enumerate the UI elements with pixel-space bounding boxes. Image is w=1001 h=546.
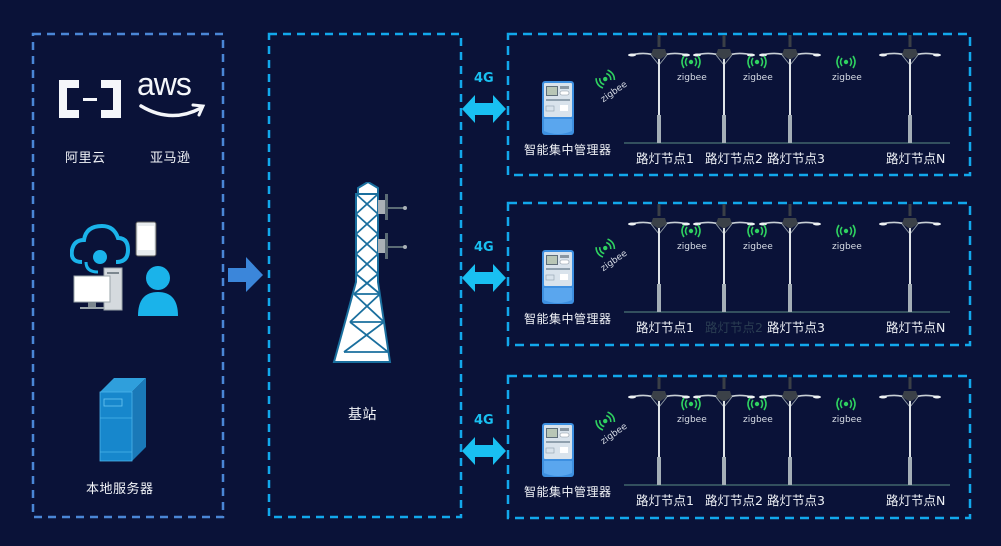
zigbee-wave-icon bbox=[588, 233, 623, 266]
zigbee-wave-icon bbox=[743, 223, 771, 242]
zigbee-label: zigbee bbox=[832, 73, 862, 83]
base-station-panel-border bbox=[267, 32, 463, 519]
zigbee-label: zigbee bbox=[743, 415, 773, 425]
server-label: 本地服务器 bbox=[86, 482, 154, 497]
arrow-right-icon bbox=[228, 257, 264, 293]
bidirectional-arrow-icon bbox=[462, 262, 506, 294]
street-lamp-icon bbox=[627, 204, 691, 314]
link-4g-label: 4G bbox=[474, 413, 494, 428]
zigbee-wave-icon bbox=[832, 223, 860, 242]
zigbee-wave-icon bbox=[743, 396, 771, 415]
zigbee-wave-icon bbox=[743, 54, 771, 73]
zigbee-signal-concentrator: zigbee bbox=[588, 233, 629, 274]
lamp-node-label: 路灯节点N bbox=[886, 320, 946, 335]
lighting-zone-1-border bbox=[506, 32, 972, 177]
aws-logo-text: aws bbox=[137, 66, 192, 102]
zigbee-signal: zigbee bbox=[677, 223, 707, 252]
smart-concentrator-icon bbox=[540, 423, 576, 479]
street-lamp-icon bbox=[878, 35, 942, 145]
zigbee-signal: zigbee bbox=[832, 54, 862, 83]
road-ground-line bbox=[624, 142, 950, 144]
zigbee-wave-icon bbox=[677, 396, 705, 415]
aliyun-label: 阿里云 bbox=[65, 151, 106, 166]
lamp-node-label: 路灯节点2 bbox=[705, 151, 763, 166]
lamp-node-label: 路灯节点3 bbox=[767, 151, 825, 166]
lamp-node-label: 路灯节点1 bbox=[636, 320, 694, 335]
street-lamp-icon bbox=[758, 377, 822, 487]
zigbee-wave-icon bbox=[588, 406, 623, 439]
base-station-tower-icon bbox=[330, 180, 410, 367]
lamp-node-label: 路灯节点2 bbox=[705, 493, 763, 508]
zigbee-signal: zigbee bbox=[743, 396, 773, 425]
server-icon bbox=[98, 377, 148, 463]
smart-concentrator-icon bbox=[540, 250, 576, 306]
lighting-zone-2-border bbox=[506, 201, 972, 347]
link-4g-label: 4G bbox=[474, 240, 494, 255]
lamp-node-label: 路灯节点2 bbox=[705, 320, 763, 335]
street-lamp-icon bbox=[692, 377, 756, 487]
concentrator-label: 智能集中管理器 bbox=[524, 485, 612, 499]
zigbee-wave-icon bbox=[832, 54, 860, 73]
link-4g-label: 4G bbox=[474, 71, 494, 86]
zigbee-signal: zigbee bbox=[743, 223, 773, 252]
street-lamp-icon bbox=[878, 204, 942, 314]
street-lamp-icon bbox=[758, 35, 822, 145]
zigbee-signal: zigbee bbox=[677, 396, 707, 425]
zigbee-label: zigbee bbox=[743, 242, 773, 252]
zigbee-label: zigbee bbox=[832, 242, 862, 252]
concentrator-label: 智能集中管理器 bbox=[524, 312, 612, 326]
lamp-node-label: 路灯节点1 bbox=[636, 151, 694, 166]
lighting-zone-1 bbox=[506, 32, 972, 177]
smart-concentrator-icon bbox=[540, 81, 576, 137]
lamp-node-label: 路灯节点3 bbox=[767, 320, 825, 335]
base-station-label: 基站 bbox=[348, 407, 377, 423]
street-lamp-icon bbox=[627, 35, 691, 145]
road-ground-line bbox=[624, 484, 950, 486]
zigbee-signal: zigbee bbox=[832, 223, 862, 252]
road-ground-line bbox=[624, 311, 950, 313]
street-lamp-icon bbox=[878, 377, 942, 487]
lamp-node-label: 路灯节点1 bbox=[636, 493, 694, 508]
lamp-node-label: 路灯节点N bbox=[886, 493, 946, 508]
zigbee-signal: zigbee bbox=[832, 396, 862, 425]
zigbee-signal-concentrator: zigbee bbox=[588, 406, 629, 447]
zigbee-label: zigbee bbox=[677, 415, 707, 425]
base-station-panel bbox=[267, 32, 463, 519]
bidirectional-arrow-icon bbox=[462, 93, 506, 125]
lamp-node-label: 路灯节点N bbox=[886, 151, 946, 166]
zigbee-wave-icon bbox=[588, 64, 623, 97]
zigbee-signal-concentrator: zigbee bbox=[588, 64, 629, 105]
zigbee-wave-icon bbox=[677, 223, 705, 242]
bidirectional-arrow-icon bbox=[462, 435, 506, 467]
zigbee-wave-icon bbox=[832, 396, 860, 415]
aws-label: 亚马逊 bbox=[150, 151, 191, 166]
lamp-node-label: 路灯节点3 bbox=[767, 493, 825, 508]
street-lamp-icon bbox=[692, 204, 756, 314]
aws-logo-icon: aws bbox=[137, 66, 209, 128]
cloud-pc-phone-user-icon bbox=[69, 218, 185, 318]
lighting-zone-2 bbox=[506, 201, 972, 347]
street-lamp-icon bbox=[692, 35, 756, 145]
concentrator-label: 智能集中管理器 bbox=[524, 143, 612, 157]
lighting-zone-3 bbox=[506, 374, 972, 520]
zigbee-wave-icon bbox=[677, 54, 705, 73]
zigbee-label: zigbee bbox=[832, 415, 862, 425]
lighting-zone-3-border bbox=[506, 374, 972, 520]
zigbee-label: zigbee bbox=[677, 73, 707, 83]
zigbee-label: zigbee bbox=[677, 242, 707, 252]
street-lamp-icon bbox=[627, 377, 691, 487]
zigbee-label: zigbee bbox=[743, 73, 773, 83]
zigbee-signal: zigbee bbox=[743, 54, 773, 83]
zigbee-signal: zigbee bbox=[677, 54, 707, 83]
street-lamp-icon bbox=[758, 204, 822, 314]
aliyun-logo-icon bbox=[55, 76, 125, 122]
